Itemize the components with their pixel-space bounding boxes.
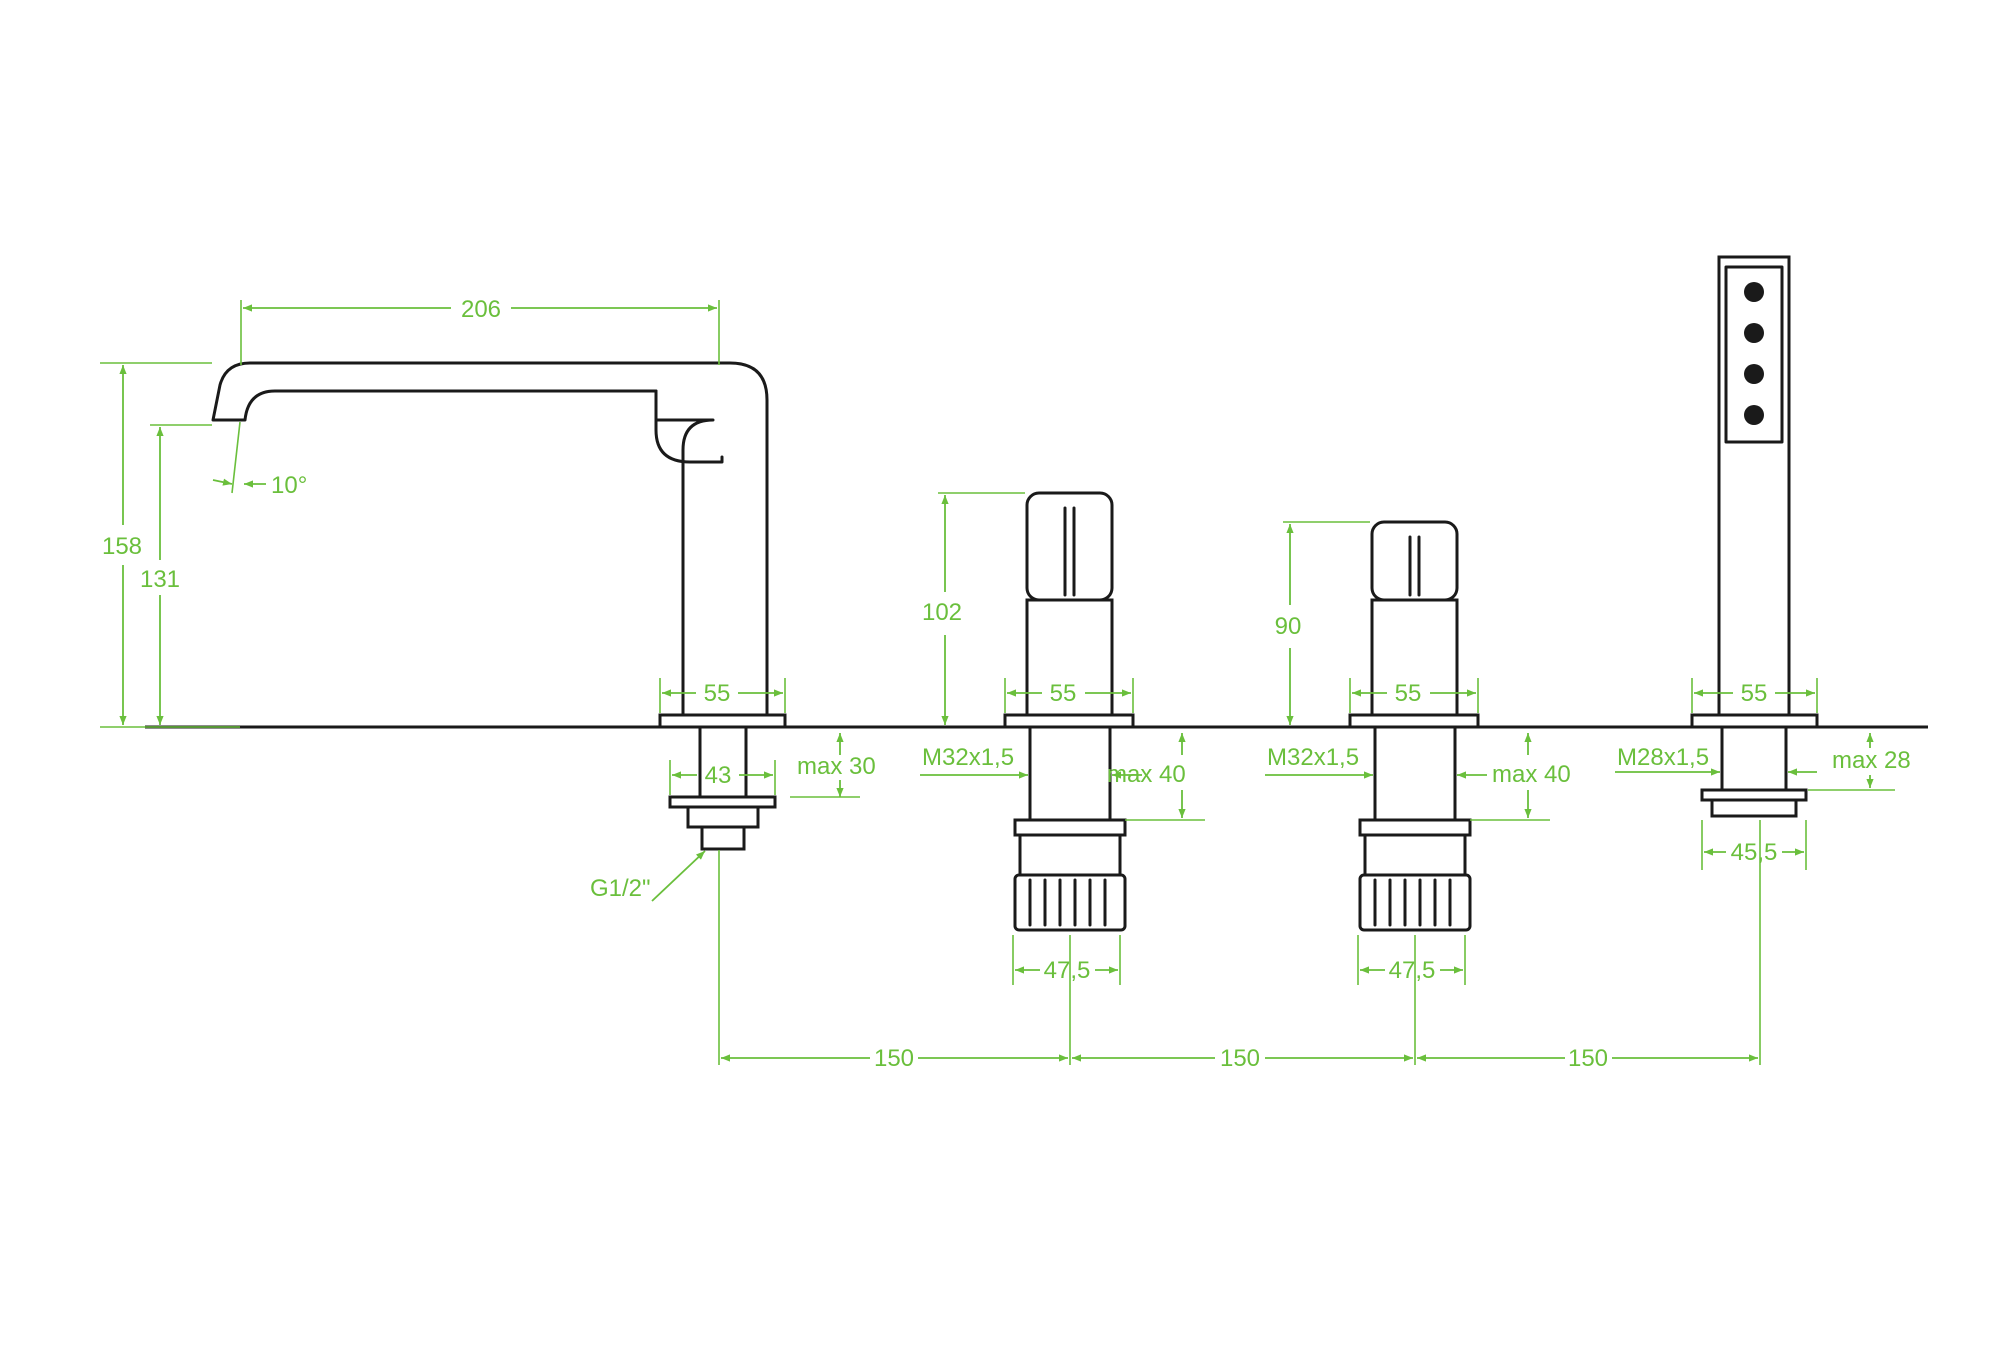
valve2-knurled-nut	[1358, 873, 1472, 932]
valve1-nut-collar	[1018, 833, 1122, 877]
spout-thread-end	[700, 825, 746, 851]
spacing-3-label: 150	[1568, 1045, 1608, 1072]
valve1-washer	[1013, 818, 1127, 837]
valve2-washer	[1358, 818, 1472, 837]
spout-base-plate	[658, 713, 787, 729]
shower-head-face	[1724, 265, 1784, 444]
spout-shank-label: 43	[705, 762, 732, 789]
valve2-thread-label: M32x1,5	[1267, 744, 1359, 771]
valve1-body	[1025, 598, 1114, 717]
spout-shank	[698, 725, 748, 799]
valve2-nut-label: 47,5	[1389, 957, 1436, 984]
spout-base-label: 55	[704, 680, 731, 707]
spout-outlet-height-label: 131	[140, 566, 180, 593]
valve1-nut-label: 47,5	[1044, 957, 1091, 984]
shower-max-deck-label: max 28	[1832, 747, 1911, 774]
valve2-max-deck-label: max 40	[1492, 761, 1571, 788]
valve1-knurl-lines	[1028, 878, 1107, 927]
valve2-shank	[1373, 725, 1457, 822]
valve2-height-label: 90	[1275, 613, 1302, 640]
valve1-max-deck-label: max 40	[1107, 761, 1186, 788]
valve1-height-label: 102	[922, 599, 962, 626]
shower-nut-label: 45,5	[1731, 839, 1778, 866]
spout-max-deck-label: max 30	[797, 753, 876, 780]
spacing-1-label: 150	[874, 1045, 914, 1072]
shower-nozzle-4	[1744, 405, 1764, 425]
shower-thread-label: M28x1,5	[1617, 744, 1709, 771]
dimension-lines	[100, 300, 1895, 1065]
valve1-handle	[1025, 491, 1114, 602]
spout-inner-curve	[654, 418, 724, 464]
valve2-base-plate	[1348, 713, 1480, 729]
valve2-handle	[1370, 520, 1459, 602]
valve2-base-label: 55	[1395, 680, 1422, 707]
spout-body-outline	[211, 361, 769, 717]
valve2-knurl-lines	[1373, 878, 1452, 927]
dimension-labels: 206 158 131 10° 55 43 max 30 G1/2" 102 5…	[102, 296, 1911, 1072]
shower-nozzle-2	[1744, 323, 1764, 343]
valve1-base-plate	[1003, 713, 1135, 729]
mixer-valve-2	[1348, 520, 1480, 932]
spout-hex-nut	[686, 805, 760, 829]
spout-thread-label: G1/2"	[590, 875, 651, 902]
spacing-2-label: 150	[1220, 1045, 1260, 1072]
shower-nozzle-1	[1744, 282, 1764, 302]
shower-nut-lower	[1710, 798, 1798, 818]
shower-shank	[1720, 725, 1788, 792]
shower-nozzle-3	[1744, 364, 1764, 384]
hand-shower	[1690, 255, 1819, 818]
shower-base-label: 55	[1741, 680, 1768, 707]
spout	[211, 361, 787, 851]
spout-height-label: 158	[102, 533, 142, 560]
mixer-valve-1	[1003, 491, 1135, 932]
shower-base-plate	[1690, 713, 1819, 729]
spout-angle-label: 10°	[271, 472, 307, 499]
valve2-nut-collar	[1363, 833, 1467, 877]
spout-reach-label: 206	[461, 296, 501, 323]
valve1-base-label: 55	[1050, 680, 1077, 707]
valve1-knurled-nut	[1013, 873, 1127, 932]
valve1-shank	[1028, 725, 1112, 822]
valve1-thread-label: M32x1,5	[922, 744, 1014, 771]
